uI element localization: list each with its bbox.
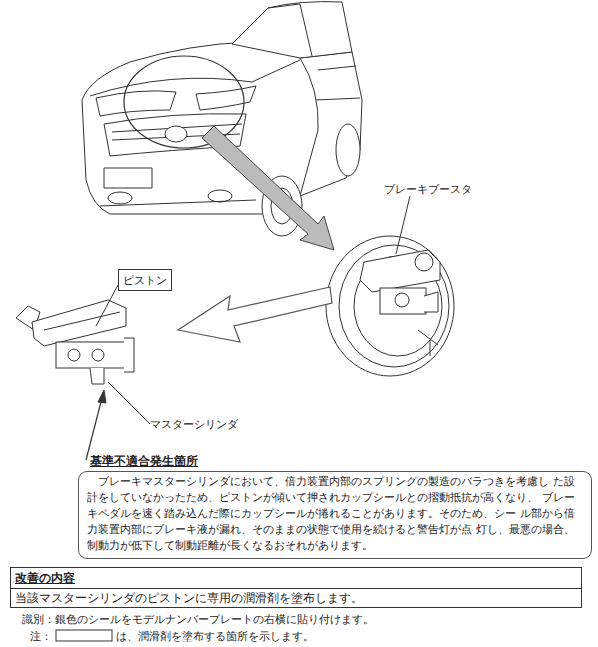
car-emblem — [165, 126, 187, 142]
car-windshield — [232, 2, 352, 58]
note-text: 注： — [30, 630, 52, 643]
car-headlamp — [96, 91, 176, 116]
cylinder-boss — [90, 368, 104, 384]
master-cylinder-body — [380, 288, 426, 314]
car-hood-edge — [90, 60, 300, 96]
car-body — [82, 42, 362, 214]
remedy-description: 当該マスターシリンダのピストンに専用の潤滑剤を塗布します。 — [11, 591, 363, 605]
part-label: マスターシリンダ — [150, 418, 238, 431]
cylinder-flange — [424, 292, 438, 312]
car-wheel — [336, 124, 360, 176]
booster-ring — [339, 245, 449, 367]
car-foglamp — [208, 190, 232, 202]
leader-line — [108, 382, 150, 424]
part-label: ブレーキブースタ — [384, 183, 472, 196]
booster-pipe — [418, 330, 438, 356]
pointer-arrow — [202, 126, 334, 250]
note-text: は、潤滑剤を塗布する箇所を示します。 — [116, 630, 314, 643]
defect-section: 基準不適合発生箇所ブレーキマスターシリンダにおいて、倍力装置内部のスプリングの製… — [78, 453, 592, 559]
car-bumper-line — [100, 200, 256, 206]
car-door-line — [316, 66, 360, 100]
part-name: ピストン — [123, 274, 167, 287]
car-foglamp — [108, 192, 132, 204]
section-heading: 基準不適合発生箇所 — [78, 453, 592, 469]
reservoir — [360, 250, 440, 292]
pointer-line — [86, 398, 102, 460]
arrow-head — [98, 390, 106, 403]
part-box: ピストン — [118, 269, 172, 291]
master-cylinder-drawing — [16, 300, 134, 384]
car-headlamp — [196, 86, 256, 110]
booster-shell — [326, 236, 454, 376]
section-heading: 改善の内容 — [11, 571, 75, 586]
focus-circle — [124, 56, 244, 148]
lubricant-symbol — [56, 630, 112, 641]
cylinder-body — [56, 342, 128, 368]
car-pillar — [268, 4, 312, 56]
car-plate — [104, 168, 152, 188]
cylinder-port — [68, 349, 80, 361]
car-drawing — [82, 2, 362, 236]
leader-line — [396, 196, 410, 254]
brake-booster-drawing — [326, 236, 454, 376]
cylinder-port — [92, 349, 104, 361]
remedy-heading-box: 改善の内容 — [10, 567, 582, 589]
reservoir-cap — [415, 253, 433, 271]
leader-line — [96, 285, 118, 326]
reservoir — [32, 300, 126, 346]
remedy-body-box: 当該マスターシリンダのピストンに専用の潤滑剤を塗布します。 — [10, 588, 582, 608]
note-text: 識別：銀色のシールをモデルナンバープレートの右横に貼り付けます。 — [22, 613, 374, 626]
cylinder-flange — [124, 338, 134, 372]
defect-description: ブレーキマスターシリンダにおいて、倍力装置内部のスプリングの製造のバラつきを考慮… — [78, 471, 592, 559]
car-fender-line — [300, 58, 318, 196]
hollow-arrow — [178, 287, 332, 342]
reservoir-line — [44, 312, 120, 330]
cylinder-port — [395, 293, 409, 307]
